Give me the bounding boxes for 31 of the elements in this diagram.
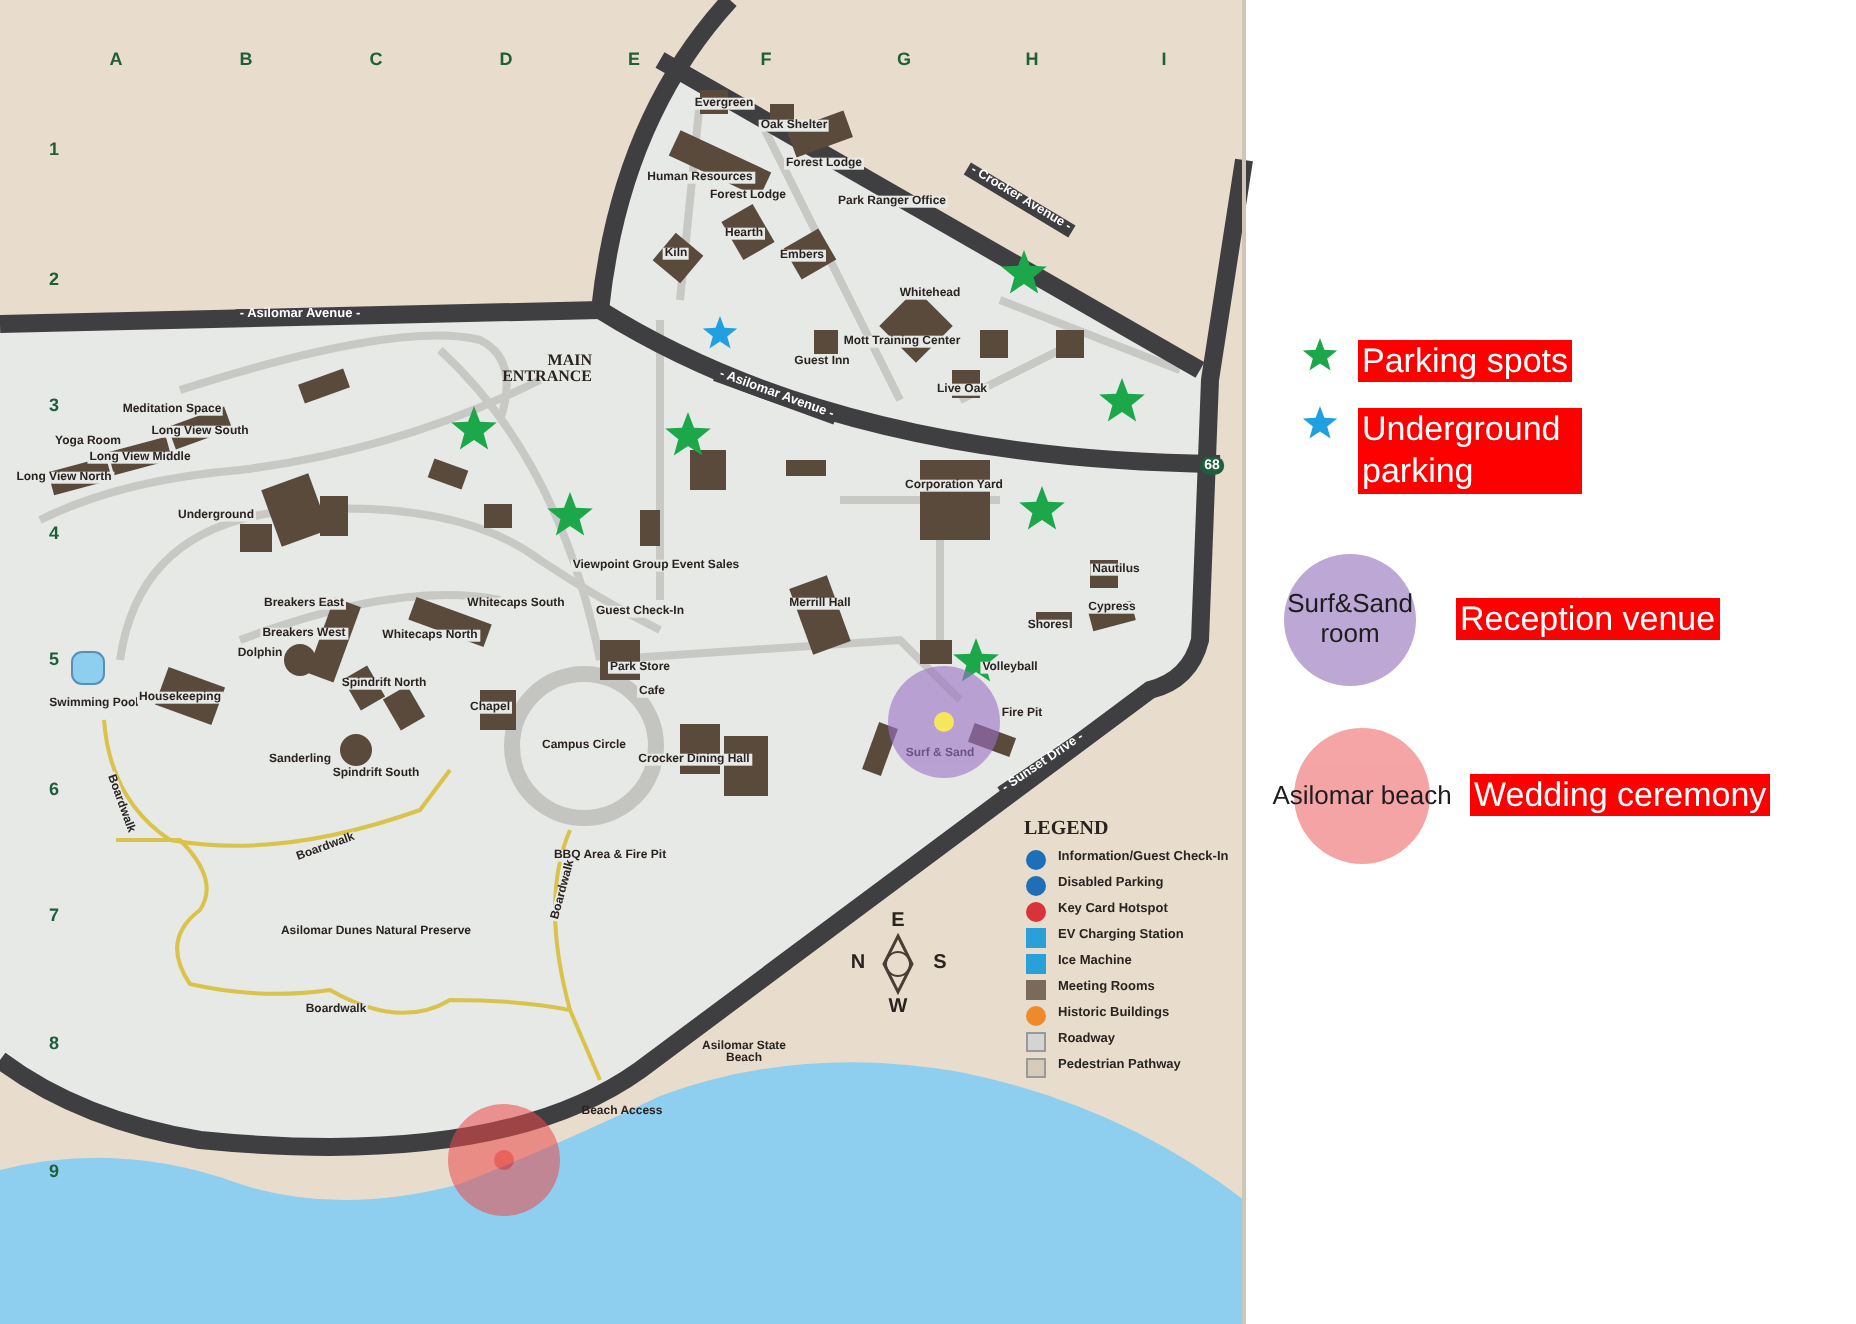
grid-reference: F [760,50,772,70]
entrance-label: MAIN ENTRANCE [500,353,592,387]
grid-reference: 1 [49,140,59,160]
grid-reference: E [628,50,640,70]
grid-reference: 6 [49,780,59,800]
compass-letter: W [888,997,908,1019]
compass-letter: S [933,953,947,975]
grid-reference: B [239,50,253,70]
grid-reference: 9 [49,1162,59,1182]
compass-letter: E [891,911,905,933]
grid-reference: 3 [49,396,59,416]
grid-reference: H [1025,50,1039,70]
note-label: Reception venue [1456,598,1720,641]
note-label: Parking spots [1358,340,1572,383]
grid-reference: 5 [49,650,59,670]
highlight-circle [448,1104,560,1216]
compass-letter: N [850,953,866,975]
venue-name: Asilomar beach [1272,781,1452,811]
grid-reference: I [1161,50,1167,70]
note-label: Wedding ceremony [1470,774,1771,817]
grid-reference: 2 [49,270,59,290]
legend-heading: LEGEND [1024,820,1109,841]
grid-reference: A [109,50,123,70]
grid-reference: 4 [49,524,59,544]
grid-reference: G [897,50,911,70]
venue-name: Surf&Sand room [1285,590,1415,650]
grid-reference: D [499,50,513,70]
grid-reference: 7 [49,906,59,926]
note-label: Underground parking [1358,408,1582,493]
grid-reference: C [369,50,383,70]
grid-reference: 8 [49,1034,59,1054]
